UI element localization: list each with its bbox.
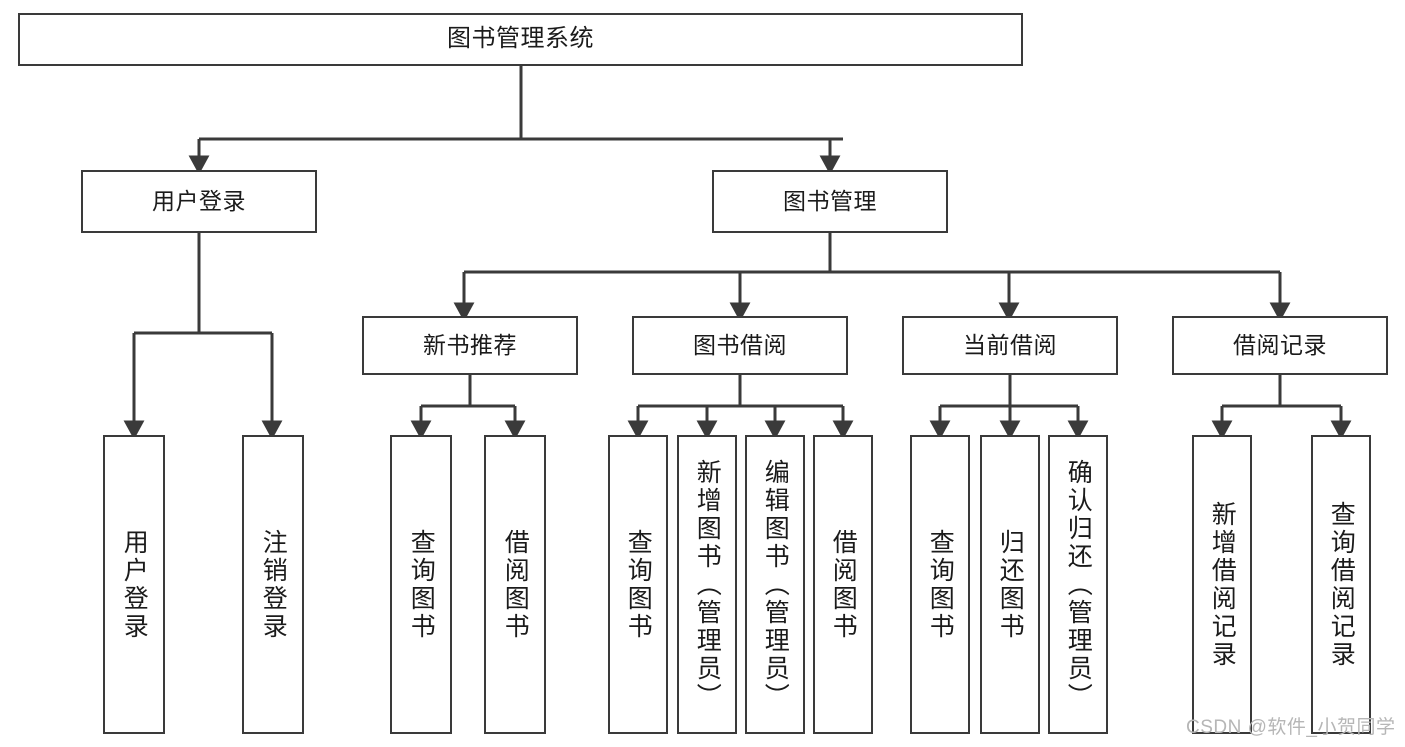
node-leaf-add-book-admin[interactable]: 新增图书（管理员） <box>677 435 737 734</box>
node-leaf-return-book[interactable]: 归还图书 <box>980 435 1040 734</box>
node-label: 图书借阅 <box>693 331 787 358</box>
node-label: 新书推荐 <box>423 331 517 358</box>
node-label: 新增借阅记录 <box>1208 500 1237 669</box>
node-leaf-borrow-book-borrow[interactable]: 借阅图书 <box>813 435 873 734</box>
node-leaf-confirm-return-admin[interactable]: 确认归还（管理员） <box>1048 435 1108 734</box>
node-label: 借阅图书 <box>829 528 858 641</box>
node-label: 注销登录 <box>259 528 288 641</box>
node-label: 用户登录 <box>152 187 246 214</box>
node-root-system[interactable]: 图书管理系统 <box>18 13 1023 66</box>
node-new-book-recommendation[interactable]: 新书推荐 <box>362 316 578 375</box>
node-label: 查询图书 <box>624 528 653 641</box>
node-label: 查询借阅记录 <box>1327 500 1356 669</box>
node-label: 图书管理 <box>783 187 877 214</box>
node-leaf-user-logout[interactable]: 注销登录 <box>242 435 304 734</box>
node-leaf-add-borrow-record[interactable]: 新增借阅记录 <box>1192 435 1252 734</box>
node-borrow-record[interactable]: 借阅记录 <box>1172 316 1388 375</box>
node-leaf-query-book-recommend[interactable]: 查询图书 <box>390 435 452 734</box>
node-label: 当前借阅 <box>963 331 1057 358</box>
node-leaf-edit-book-admin[interactable]: 编辑图书（管理员） <box>745 435 805 734</box>
node-label: 确认归还（管理员） <box>1064 458 1093 711</box>
node-label: 用户登录 <box>120 528 149 641</box>
node-label: 归还图书 <box>996 528 1025 641</box>
node-label: 图书管理系统 <box>447 25 594 53</box>
node-label: 新增图书（管理员） <box>693 458 722 711</box>
node-leaf-query-book-current[interactable]: 查询图书 <box>910 435 970 734</box>
node-label: 查询图书 <box>407 528 436 641</box>
node-leaf-query-book-borrow[interactable]: 查询图书 <box>608 435 668 734</box>
node-label: 查询图书 <box>926 528 955 641</box>
node-book-manage[interactable]: 图书管理 <box>712 170 948 233</box>
node-leaf-user-login[interactable]: 用户登录 <box>103 435 165 734</box>
node-label: 借阅记录 <box>1233 331 1327 358</box>
node-user-login[interactable]: 用户登录 <box>81 170 317 233</box>
node-label: 编辑图书（管理员） <box>761 458 790 711</box>
node-current-borrow[interactable]: 当前借阅 <box>902 316 1118 375</box>
csdn-watermark: CSDN @软件_小贺同学 <box>1186 717 1396 738</box>
node-label: 借阅图书 <box>501 528 530 641</box>
node-leaf-borrow-book-recommend[interactable]: 借阅图书 <box>484 435 546 734</box>
node-leaf-query-borrow-record[interactable]: 查询借阅记录 <box>1311 435 1371 734</box>
node-book-borrow[interactable]: 图书借阅 <box>632 316 848 375</box>
